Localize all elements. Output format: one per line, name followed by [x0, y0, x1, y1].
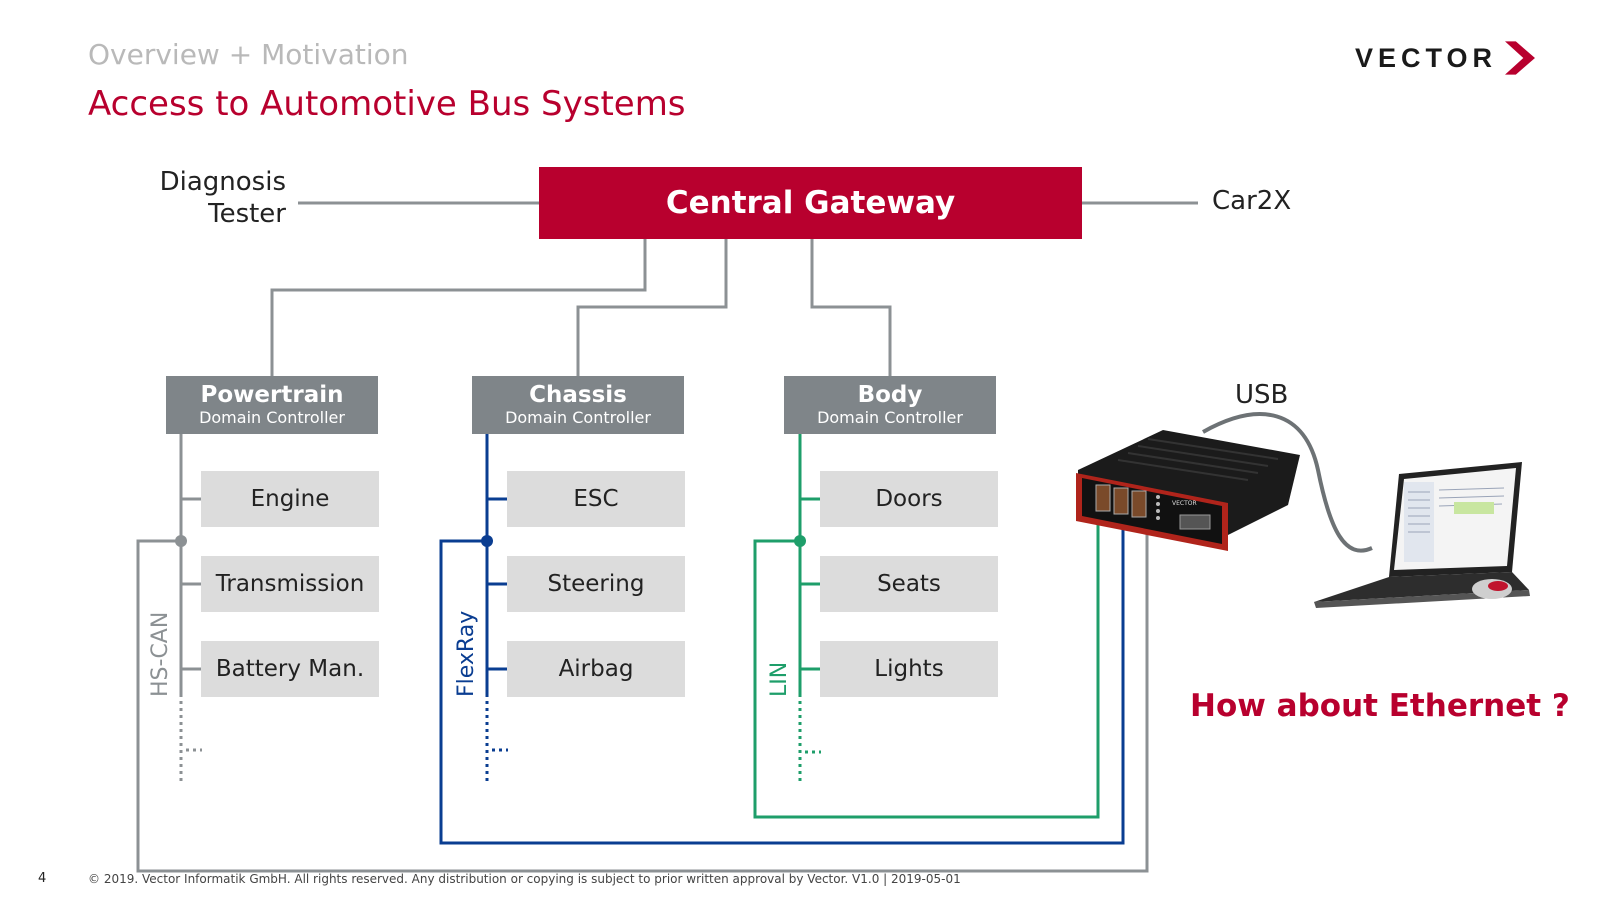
lin-tap-cable [753, 520, 1100, 819]
copyright-footer: © 2019. Vector Informatik GmbH. All righ… [88, 872, 961, 886]
svg-text:VECTOR: VECTOR [1172, 500, 1197, 507]
body-domain-controller: Body Domain Controller [784, 376, 996, 434]
gateway-powertrain-link [270, 239, 647, 377]
ecu-lights: Lights [820, 641, 998, 697]
flexray-bus-label: FlexRay [454, 610, 479, 697]
ecu-transmission: Transmission [201, 556, 379, 612]
diagnosis-line-1: Diagnosis [159, 167, 286, 197]
diagnosis-tester-label: Diagnosis Tester [110, 166, 286, 230]
car2x-label: Car2X [1212, 186, 1292, 216]
diagnosis-line-2: Tester [208, 199, 286, 229]
section-title: Overview + Motivation [88, 38, 409, 71]
usb-cable [1202, 412, 1373, 553]
lin-junction [794, 535, 806, 547]
logo-text: VECTOR [1355, 42, 1498, 73]
ecu-engine: Engine [201, 471, 379, 527]
flexray-tap-cable [439, 520, 1125, 845]
gateway-body-link [810, 239, 892, 377]
ecu-battery-management: Battery Man. [201, 641, 379, 697]
domain-name: Body [857, 382, 923, 408]
domain-subtitle: Domain Controller [199, 408, 345, 427]
vector-logo: VECTOR [1355, 34, 1535, 82]
ecu-airbag: Airbag [507, 641, 685, 697]
domain-subtitle: Domain Controller [505, 408, 651, 427]
hscan-bus-label: HS-CAN [148, 611, 173, 697]
page-number: 4 [38, 871, 47, 886]
chassis-domain-controller: Chassis Domain Controller [472, 376, 684, 434]
flexray-junction [481, 535, 493, 547]
ecu-esc: ESC [507, 471, 685, 527]
page-title: Access to Automotive Bus Systems [88, 84, 686, 124]
gateway-chassis-link [576, 239, 728, 377]
domain-name: Chassis [529, 382, 627, 408]
domain-subtitle: Domain Controller [817, 408, 963, 427]
laptop-icon [1314, 462, 1530, 608]
mouse-icon [1472, 579, 1512, 599]
central-gateway-box: Central Gateway [539, 167, 1082, 239]
ethernet-question: How about Ethernet ? [1190, 688, 1570, 724]
hscan-tap-cable [136, 520, 1149, 873]
ecu-doors: Doors [820, 471, 998, 527]
hscan-junction [175, 535, 187, 547]
lin-bus-label: LIN [767, 661, 792, 697]
domain-name: Powertrain [200, 382, 344, 408]
ecu-steering: Steering [507, 556, 685, 612]
chevron-logo-icon [1505, 41, 1535, 75]
usb-label: USB [1235, 380, 1289, 410]
powertrain-domain-controller: Powertrain Domain Controller [166, 376, 378, 434]
ecu-seats: Seats [820, 556, 998, 612]
vector-interface-device: VECTOR [1076, 430, 1300, 551]
